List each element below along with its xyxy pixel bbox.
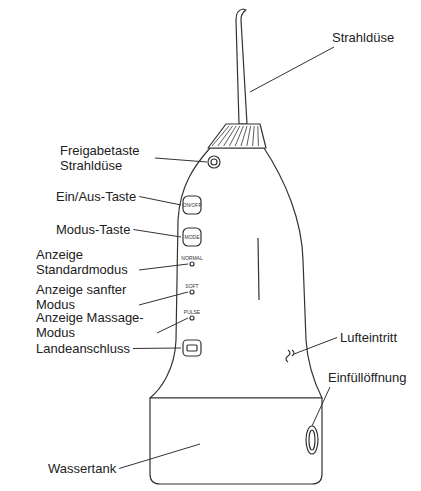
release-button-inner <box>211 159 217 165</box>
nozzle <box>236 9 247 124</box>
device-marking: SOFT <box>185 283 198 289</box>
power-button <box>183 196 201 214</box>
leader-line <box>139 197 181 206</box>
part-label: Strahldüse <box>332 30 394 45</box>
release-button <box>208 156 220 168</box>
leader-line <box>294 338 337 355</box>
leader-line <box>133 348 181 350</box>
air-inlet-symbol <box>286 350 294 362</box>
leader-line <box>155 158 207 162</box>
nozzle-collar <box>208 124 266 148</box>
leader-line <box>133 230 181 238</box>
leader-line <box>157 318 188 333</box>
part-label: Anzeige Massage-Modus <box>36 310 154 340</box>
leader-line <box>139 292 188 305</box>
leader-line <box>312 387 330 426</box>
collar-ridge <box>257 126 259 146</box>
part-label: Lufteintritt <box>340 330 397 345</box>
device-marking: NORMAL <box>181 255 202 261</box>
part-label: Freigabetaste Strahldüse <box>60 143 152 173</box>
leader-line <box>250 47 334 92</box>
leader-line <box>119 444 200 469</box>
fill-opening <box>306 426 318 454</box>
part-label: Anzeige Standardmodus <box>36 247 136 277</box>
part-label: Wassertank <box>48 461 116 476</box>
body <box>150 148 322 398</box>
charge-port <box>183 340 201 356</box>
device-marking: MODE <box>185 234 200 240</box>
collar-ridges <box>212 126 258 146</box>
indicator-soft <box>190 290 194 294</box>
collar-ridge <box>241 126 247 146</box>
water-tank <box>150 398 322 484</box>
leader-line <box>139 264 188 270</box>
collar-ridge <box>253 126 255 146</box>
part-label: Landeanschluss <box>36 341 130 356</box>
part-label: Anzeige sanfter Modus <box>36 282 136 312</box>
part-label: Modus-Taste <box>56 222 130 237</box>
device-marking: PULSE <box>184 309 200 315</box>
collar-ridge <box>229 126 239 146</box>
indicator-pulse <box>190 316 194 320</box>
part-label: Einfüllöffnung <box>328 370 407 385</box>
collar-ridge <box>247 126 251 146</box>
charge-port-inner <box>187 345 197 351</box>
mode-button <box>183 228 201 246</box>
indicator-normal <box>190 262 194 266</box>
part-label: Ein/Aus-Taste <box>56 189 136 204</box>
side-seam <box>258 238 259 300</box>
device-marking: ON/OFF <box>183 202 202 208</box>
fill-opening-inner <box>309 430 315 450</box>
